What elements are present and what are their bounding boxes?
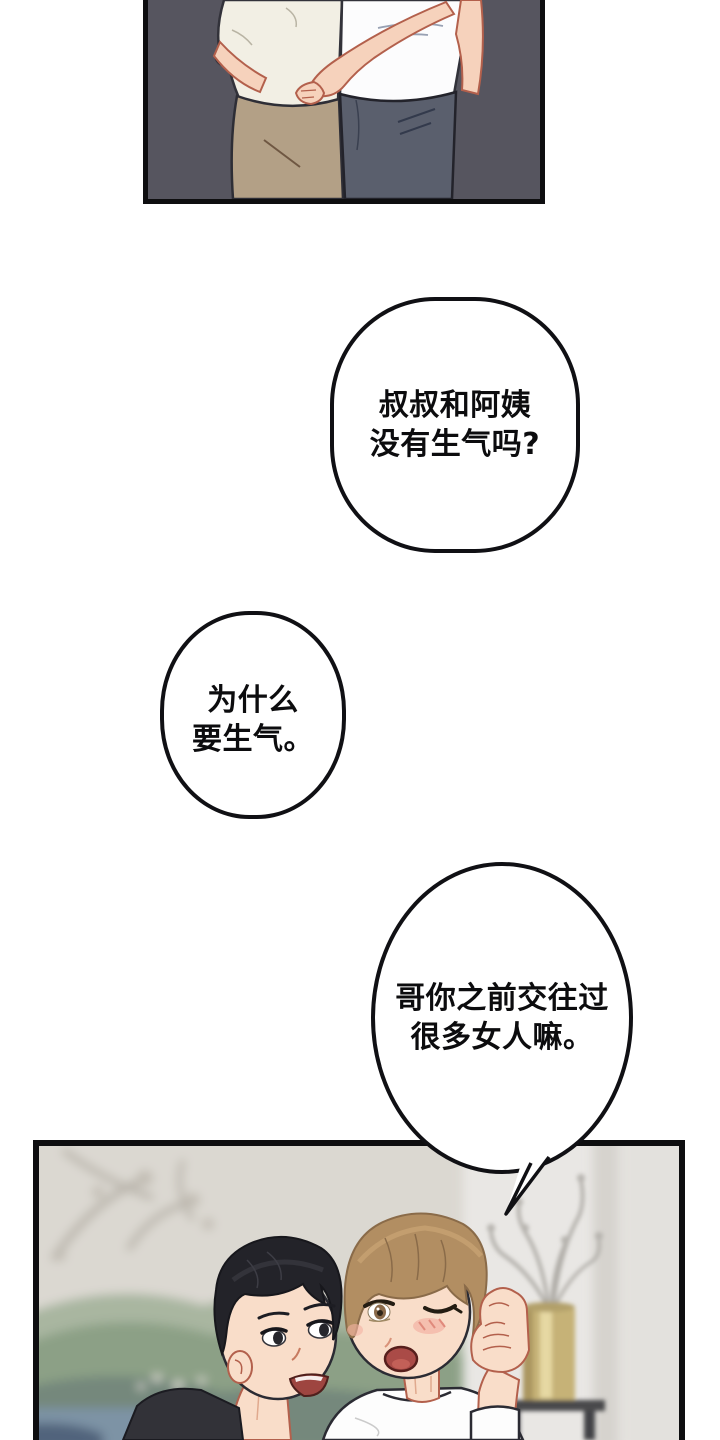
bubble-3-line-1: 哥你之前交往过 [395, 981, 609, 1016]
character-cream-sweater [214, 0, 345, 199]
bubble-2-line-2: 要生气。 [192, 722, 314, 757]
speech-bubble-3-shape [371, 862, 633, 1216]
bubble-2-text: 为什么 要生气。 [192, 671, 314, 759]
bottom-panel-illustration [39, 1146, 679, 1440]
character-white-tee [338, 0, 484, 199]
panel-bottom [33, 1140, 685, 1440]
speech-bubble-3: 哥你之前交往过 很多女人嘛。 [368, 858, 640, 1224]
character-black-hair [121, 1235, 343, 1440]
panel-top [143, 0, 545, 204]
bubble-3-text: 哥你之前交往过 很多女人嘛。 [368, 858, 636, 1178]
bubble-2-line-1: 为什么 [207, 683, 299, 718]
speech-bubble-1: 叔叔和阿姨 没有生气吗? [330, 297, 580, 553]
top-panel-illustration [212, 0, 484, 199]
speech-bubble-2: 为什么 要生气。 [160, 611, 346, 819]
character-brown-hair [321, 1212, 531, 1440]
bubble-3-line-2: 很多女人嘛。 [410, 1020, 594, 1055]
bubble-1-line-1: 叔叔和阿姨 [378, 388, 532, 423]
bubble-1-line-2: 没有生气吗? [369, 427, 541, 462]
bubble-1-text: 叔叔和阿姨 没有生气吗? [370, 386, 540, 464]
embracing-arm [212, 0, 456, 106]
